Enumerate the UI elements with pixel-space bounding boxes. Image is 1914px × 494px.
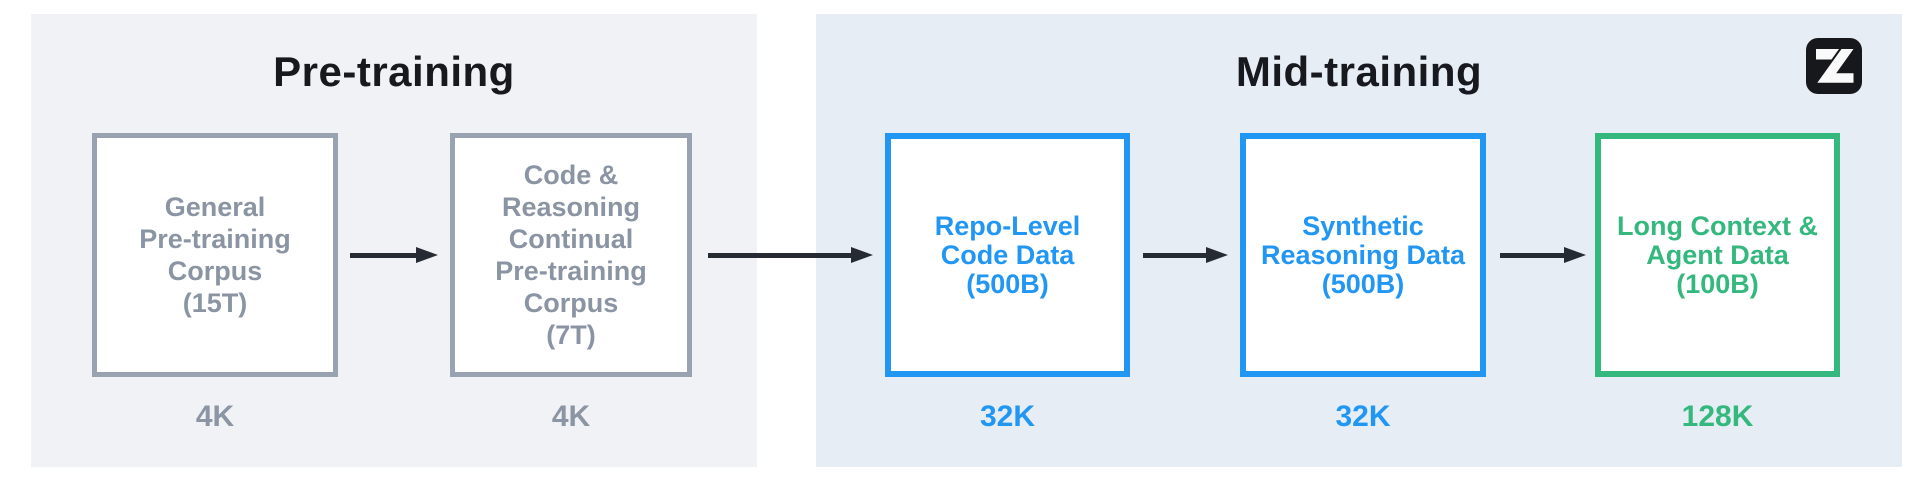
z-glyph xyxy=(1806,38,1862,94)
stage-box-label: General Pre-training Corpus (15T) xyxy=(139,192,291,318)
context-window-label: 4K xyxy=(195,400,235,433)
zai-logo-icon xyxy=(1806,38,1862,94)
stage-box-label: Repo-Level Code Data (500B) xyxy=(934,210,1081,299)
stage-box-general-pretraining-corpus: General Pre-training Corpus (15T) xyxy=(92,133,338,377)
flow-arrow-icon xyxy=(350,247,438,264)
stage-box-code-reasoning-continual-corpus: Code & Reasoning Continual Pre-training … xyxy=(450,133,692,377)
pretraining-title: Pre-training xyxy=(273,48,515,95)
context-window-label: 4K xyxy=(551,400,591,433)
stage-box-label: Synthetic Reasoning Data (500B) xyxy=(1260,210,1466,299)
flow-arrow-icon xyxy=(1143,247,1228,264)
flow-arrow-icon xyxy=(708,247,873,264)
context-window-label: 32K xyxy=(1335,400,1391,433)
stage-box-label: Long Context & Agent Data (100B) xyxy=(1617,210,1818,299)
stage-box-label: Code & Reasoning Continual Pre-training … xyxy=(495,160,647,350)
context-window-label: 32K xyxy=(979,400,1036,433)
flow-arrow-icon xyxy=(1500,247,1586,264)
midtraining-title: Mid-training xyxy=(1235,48,1483,95)
stage-box-long-context-agent-data: Long Context & Agent Data (100B) xyxy=(1595,133,1840,377)
context-window-label: 128K xyxy=(1681,400,1754,433)
stage-box-repo-level-code-data: Repo-Level Code Data (500B) xyxy=(885,133,1130,377)
stage-box-synthetic-reasoning-data: Synthetic Reasoning Data (500B) xyxy=(1240,133,1486,377)
